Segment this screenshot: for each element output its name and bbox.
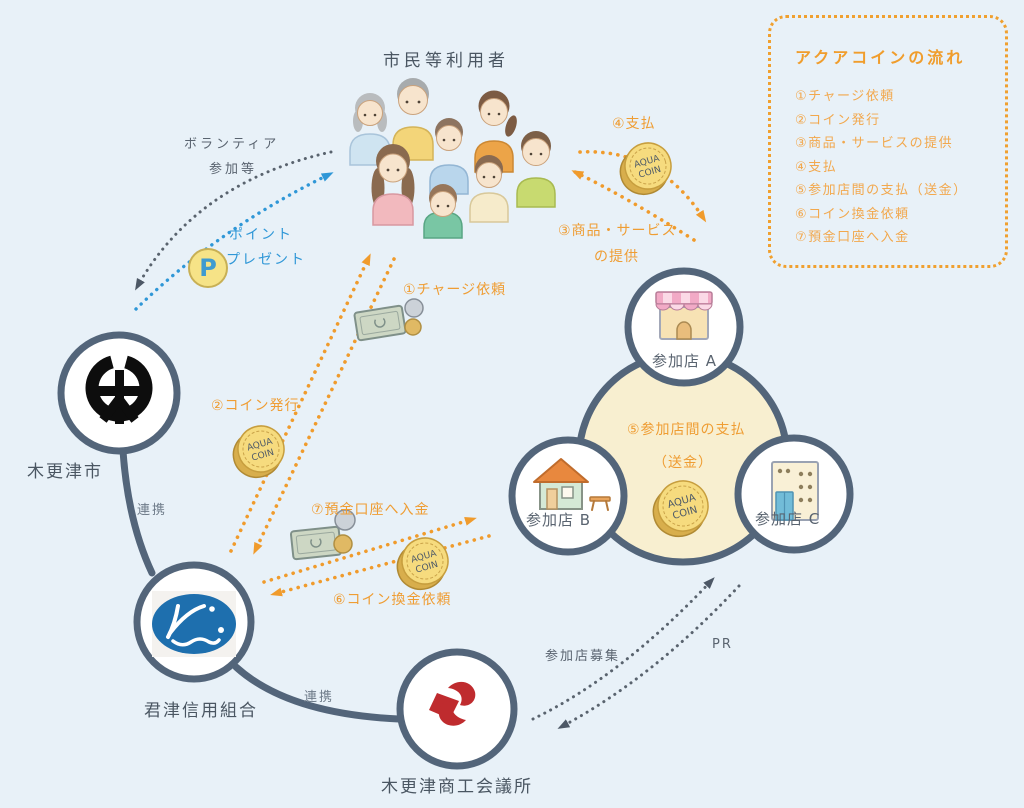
label-renkei-union-chamber: 連携 (304, 690, 335, 705)
label-point-line2: プレゼント (226, 252, 306, 268)
credit-union-logo (152, 591, 236, 657)
arrow-coin-issue (229, 253, 371, 553)
label-store-c: 参加店 C (755, 510, 821, 528)
arrow-volunteer (135, 150, 333, 291)
label-goods-line2: の提供 (594, 249, 639, 265)
legend-title: アクアコインの流れ (795, 48, 966, 67)
store-c-icon (771, 461, 819, 521)
city-emblem (85, 355, 153, 424)
label-volunteer-line2: 参加等 (209, 162, 258, 177)
label-goods-line1: ③商品・サービス (558, 223, 677, 239)
label-renkei-city-union: 連携 (137, 503, 168, 518)
aqua-coin-icon: AQUA COIN (396, 537, 449, 591)
store-b-icon (533, 458, 611, 511)
people-illustration (349, 78, 556, 239)
label-redeem-request: ⑥コイン換金依頼 (333, 592, 452, 608)
label-interstore-line2: （送金） (653, 455, 713, 471)
label-city: 木更津市 (27, 462, 103, 482)
label-store-b: 参加店 B (526, 511, 592, 529)
legend-item: ④支払 (795, 159, 838, 175)
label-pr: PR (712, 637, 733, 652)
banknote-icon (289, 509, 356, 561)
aqua-coin-icon: AQUA COIN (232, 425, 285, 479)
person-figure (423, 184, 463, 239)
banknote-icon (353, 298, 424, 342)
label-point-line1: ポイント (229, 227, 293, 243)
page-title: 市民等利用者 (383, 51, 509, 71)
aqua-coin-icon: AQUA COIN (619, 142, 672, 196)
person-figure (516, 131, 556, 208)
chamber-logo (429, 681, 476, 726)
person-figure (469, 155, 509, 223)
legend-item: ②コイン発行 (795, 112, 881, 128)
person-figure (392, 78, 434, 161)
label-volunteer-line1: ボランティア (184, 137, 280, 152)
store-a-icon (655, 291, 713, 340)
label-charge-request: ①チャージ依頼 (403, 282, 507, 298)
label-coin-issue: ②コイン発行 (211, 398, 300, 414)
arrow-redeem-request (270, 534, 491, 597)
arrow-deposit (262, 517, 477, 584)
svg-text:P: P (199, 254, 217, 282)
label-interstore-line1: ⑤参加店間の支払 (627, 422, 746, 438)
legend-item: ⑤参加店間の支払（送金） (795, 183, 968, 198)
label-deposit: ⑦預金口座へ入金 (311, 502, 430, 518)
arrow-charge-request (253, 257, 396, 555)
person-figure (349, 93, 391, 166)
link-union-chamber (232, 663, 403, 723)
legend-item: ③商品・サービスの提供 (795, 136, 954, 151)
label-payment: ④支払 (612, 116, 656, 132)
legend-item: ①チャージ依頼 (795, 89, 895, 104)
person-figure (371, 144, 415, 226)
legend-item: ⑦預金口座へ入金 (795, 230, 910, 245)
legend-box: アクアコインの流れ ①チャージ依頼 ②コイン発行 ③商品・サービスの提供 ④支払… (768, 15, 1008, 268)
arrow-goods-provision (571, 170, 696, 242)
label-store-a: 参加店 A (652, 352, 718, 370)
label-chamber: 木更津商工会議所 (381, 777, 533, 797)
label-credit-union: 君津信用組合 (144, 701, 258, 721)
arrow-pr (557, 584, 741, 729)
node-chamber-circle (396, 648, 518, 770)
person-figure (429, 118, 469, 195)
legend-list: ①チャージ依頼 ②コイン発行 ③商品・サービスの提供 ④支払 ⑤参加店間の支払（… (795, 85, 995, 250)
aqua-coin-icon: AQUA COIN (652, 480, 709, 538)
label-recruit: 参加店募集 (545, 649, 621, 664)
legend-item: ⑥コイン換金依頼 (795, 206, 910, 222)
arrow-payment (578, 150, 707, 223)
arrow-recruit (531, 577, 715, 721)
point-badge-icon: P (188, 248, 228, 288)
link-city-union (119, 447, 156, 577)
arrow-point-present (134, 172, 334, 311)
